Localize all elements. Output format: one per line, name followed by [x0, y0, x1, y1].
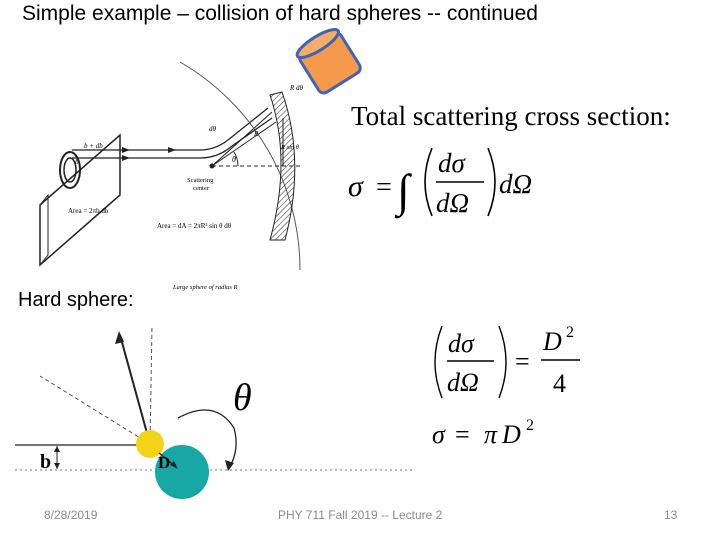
b-arrow-bottom — [54, 463, 60, 469]
eq-total-integral: ∫ — [394, 165, 412, 219]
footer-page-number: 13 — [664, 508, 678, 522]
label-large-sphere: Large sphere of radius R — [172, 284, 238, 291]
large-sphere-arc — [179, 61, 301, 271]
scattered-arrowhead — [115, 331, 124, 344]
trajectory-arrow-2 — [122, 155, 130, 161]
differential-cross-section-equation: dσ dΩ = D 2 4 — [434, 324, 580, 399]
eq-total-den: dΩ — [436, 188, 469, 218]
label-area-sphere: Area = dA = 2πR² sin θ dθ — [157, 222, 232, 230]
eq-total-num: dσ — [438, 148, 467, 178]
label-R-sin-theta: R sin θ — [280, 144, 300, 151]
label-R-dtheta: R dθ — [289, 84, 304, 92]
eq-hard-sigma: σ — [432, 420, 446, 449]
incident-plane — [39, 133, 121, 267]
eq-total-paren-left — [424, 147, 433, 217]
radius-line — [211, 111, 273, 167]
impact-ring-outer — [59, 151, 81, 189]
dashed-symmetry — [149, 324, 153, 445]
hard-sphere-label: Hard sphere: — [18, 289, 134, 311]
trajectory-arrow-3 — [168, 147, 176, 153]
label-dtheta: dθ — [209, 125, 217, 133]
impact-ring-inner — [63, 157, 77, 183]
label-b-db: b + db — [84, 142, 103, 150]
sphere-band — [269, 91, 296, 241]
eq-diff-rhs-den: 4 — [553, 369, 566, 398]
total-cross-section-equation: σ = ∫ dσ dΩ dΩ — [348, 147, 532, 219]
trajectory-lower — [72, 117, 273, 159]
eq-hard-equals: = — [455, 420, 470, 449]
eq-diff-rhs-num: D — [542, 327, 562, 356]
eq-hard-D: D — [501, 420, 521, 449]
trajectory-upper — [72, 107, 269, 151]
theta-big-arc — [177, 409, 237, 469]
eq-total-dOmega: dΩ — [499, 169, 532, 199]
radius-line-2 — [211, 121, 277, 167]
label-R: R — [253, 130, 259, 138]
footer-date: 8/28/2019 — [44, 508, 98, 522]
trajectory-arrow-1 — [122, 147, 130, 153]
eq-hard-exp: 2 — [526, 417, 534, 434]
large-sphere — [155, 445, 209, 499]
slide-title: Simple example – collision of hard spher… — [22, 2, 538, 25]
eq-diff-rhs-exp: 2 — [566, 324, 574, 341]
d-arrowhead — [170, 461, 178, 469]
eq-diff-paren-right — [498, 325, 507, 399]
eq-hard-pi: π — [484, 420, 498, 449]
label-b: b — [75, 158, 79, 166]
b-label: b — [40, 451, 51, 473]
eq-diff-paren-left — [434, 325, 443, 399]
eq-total-paren-right — [487, 147, 496, 217]
dashed-normal — [39, 375, 151, 445]
hard-sphere-total-equation: σ = π D 2 — [432, 417, 534, 449]
scattered-ray — [119, 334, 151, 445]
label-theta-small: θ — [232, 155, 236, 164]
eq-diff-equals: = — [515, 347, 530, 376]
label-area-ring: Area = 2πb db — [68, 207, 109, 215]
detector-face — [295, 27, 341, 60]
label-scattering-center-1: Scattering — [187, 177, 214, 184]
eq-total-sigma: σ — [348, 170, 364, 203]
eq-diff-den: dΩ — [447, 368, 479, 397]
footer-course: PHY 711 Fall 2019 -- Lecture 2 — [278, 508, 443, 522]
incident-plane-side — [39, 193, 49, 267]
total-cross-section-heading: Total scattering cross section: — [351, 101, 671, 131]
hard-sphere-diagram: θ b D — [15, 324, 412, 499]
b-arrow-top — [54, 446, 60, 452]
label-scattering-center-2: center — [193, 185, 210, 192]
theta-arc — [233, 151, 239, 167]
detector-icon — [295, 27, 362, 95]
scattering-geometry-diagram: b + db b dθ R R dθ θ R sin θ Scattering … — [39, 61, 304, 291]
theta-arc-arrowhead — [225, 460, 234, 471]
D-label: D — [158, 453, 170, 472]
eq-total-equals: = — [376, 172, 392, 203]
theta-label: θ — [233, 377, 252, 419]
small-sphere — [136, 430, 164, 458]
eq-diff-num: dσ — [448, 329, 475, 358]
